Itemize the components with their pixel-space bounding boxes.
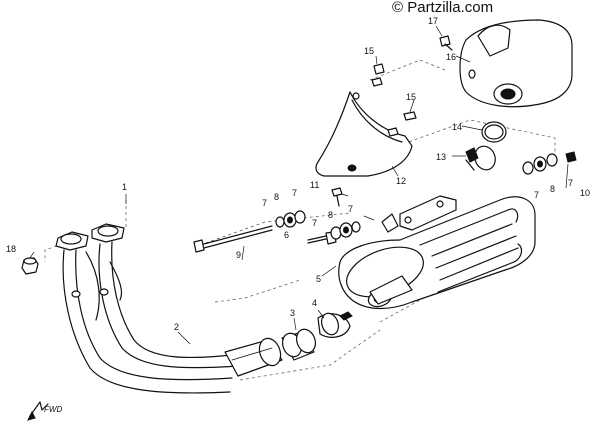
callout-4: 4 xyxy=(312,298,317,308)
fwd-label: FWD xyxy=(44,405,62,414)
callout-labels: 1 2 3 4 5 6 7 7 7 7 7 7 8 8 8 9 10 11 12… xyxy=(6,16,590,332)
callout-17: 17 xyxy=(428,16,438,26)
silencer-cap-part xyxy=(459,19,573,108)
exhaust-header-pipes-part xyxy=(55,223,241,394)
callout-8-b: 8 xyxy=(328,210,333,220)
callout-12: 12 xyxy=(396,176,406,186)
callout-7-e: 7 xyxy=(534,190,539,200)
callout-8-c: 8 xyxy=(550,184,555,194)
pipe-clamp-part xyxy=(317,311,353,338)
callout-6: 6 xyxy=(284,230,289,240)
callout-1: 1 xyxy=(122,182,127,192)
callout-15-b: 15 xyxy=(406,92,416,102)
callout-7-a: 7 xyxy=(262,198,267,208)
callout-9: 9 xyxy=(236,250,241,260)
callout-5: 5 xyxy=(316,274,321,284)
callout-2: 2 xyxy=(174,322,179,332)
rear-clamp-part xyxy=(465,145,496,171)
small-bolt-part xyxy=(331,187,343,207)
callout-3: 3 xyxy=(290,308,295,318)
callout-leader-lines xyxy=(29,25,569,345)
callout-15-a: 15 xyxy=(364,46,374,56)
rear-gasket-part xyxy=(481,121,507,143)
gasket-ring-part xyxy=(281,328,317,361)
muffler-part xyxy=(338,195,536,310)
callout-7-f: 7 xyxy=(568,178,573,188)
forward-direction-marker: FWD xyxy=(27,401,62,421)
callout-13: 13 xyxy=(436,152,446,162)
callout-16: 16 xyxy=(446,52,456,62)
callout-11: 11 xyxy=(310,180,319,190)
callout-7-c: 7 xyxy=(312,218,317,228)
flange-nut-part xyxy=(21,257,39,275)
callout-10: 10 xyxy=(580,188,590,198)
connecting-pipe-part xyxy=(224,337,283,377)
callout-14: 14 xyxy=(452,122,462,132)
callout-7-b: 7 xyxy=(292,188,297,198)
callout-8-a: 8 xyxy=(274,192,279,202)
watermark-text: © Partzilla.com xyxy=(392,0,493,16)
mount-hardware-right xyxy=(522,151,577,175)
heat-shield-part xyxy=(315,77,413,177)
callout-18: 18 xyxy=(6,244,16,254)
retaining-clip-parts xyxy=(373,63,417,121)
cap-bolt-part xyxy=(439,35,453,51)
callout-7-d: 7 xyxy=(348,204,353,214)
long-bolt-part xyxy=(193,225,273,253)
mount-hardware-left xyxy=(275,210,361,245)
